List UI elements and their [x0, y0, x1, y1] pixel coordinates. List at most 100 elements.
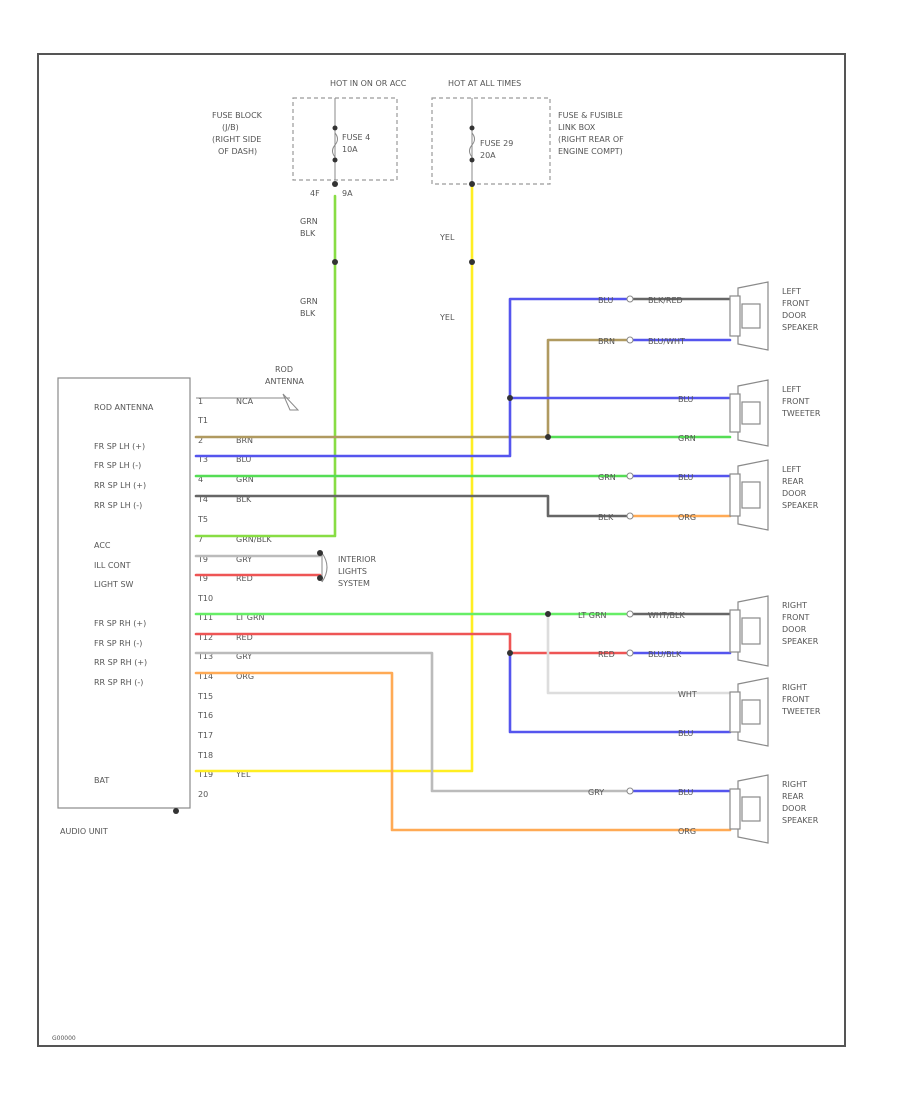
pin-wire-color: GRY	[236, 652, 252, 661]
pin-number: T9	[197, 574, 208, 583]
fuse-right-block-line-4: ENGINE COMPT)	[558, 147, 623, 156]
fuse-left-hot-label: HOT IN ON OR ACC	[330, 79, 407, 88]
component-name-line: LEFT	[782, 465, 801, 474]
component-name-line: DOOR	[782, 311, 807, 320]
wire-color-label: BLU	[678, 788, 694, 797]
component-name-line: DOOR	[782, 804, 807, 813]
pin-number: T4	[197, 495, 208, 504]
interior-lights-label-1: INTERIOR	[338, 555, 377, 564]
connector-bubble	[626, 472, 634, 480]
wire-color-label: LT GRN	[578, 611, 607, 620]
component-name-line: SPEAKER	[782, 637, 819, 646]
wire-color-label: RED	[598, 650, 615, 659]
wire-color-label: WHT/BLK	[648, 611, 685, 620]
splice-point	[317, 550, 323, 556]
pin-wire-color: BLK	[236, 495, 252, 504]
pin-wire-color: RED	[236, 574, 253, 583]
pin-number: T13	[197, 652, 213, 661]
wire-org	[194, 671, 732, 832]
splice-point	[507, 395, 513, 401]
pin-wire-color: LT GRN	[236, 613, 265, 622]
wire-color-label: BLU/BLK	[648, 650, 682, 659]
component-name-line: DOOR	[782, 625, 807, 634]
pin-number: T17	[197, 731, 213, 740]
fuse-left-block-line-3: (RIGHT SIDE	[212, 135, 261, 144]
component-name-line: REAR	[782, 792, 804, 801]
fuse-right-block-line-2: LINK BOX	[558, 123, 596, 132]
pin-function-label: FR SP RH (+)	[94, 619, 146, 628]
pin-function-label: FR SP LH (+)	[94, 442, 145, 451]
interior-lights-connector: INTERIOR LIGHTS SYSTEM	[321, 552, 377, 588]
pin-number: T16	[197, 711, 213, 720]
pin-number: 4	[198, 475, 203, 484]
pin-number: 20	[198, 790, 208, 799]
grn-blk-label-2a: GRN	[300, 297, 318, 306]
pin-number: T1	[197, 416, 208, 425]
pin-number: 1	[198, 397, 203, 406]
pin-function-label: FR SP LH (-)	[94, 461, 141, 470]
audio-unit-label: AUDIO UNIT	[60, 827, 108, 836]
fuse-right-block-line-3: (RIGHT REAR OF	[558, 135, 624, 144]
wire-blk	[194, 494, 632, 518]
grn-blk-label-1b: BLK	[300, 229, 316, 238]
pin-number: T3	[197, 455, 208, 464]
component-name-line: RIGHT	[782, 601, 807, 610]
pin-function-label: ACC	[94, 541, 111, 550]
pin-number: T18	[197, 751, 213, 760]
pin-number: 2	[198, 436, 203, 445]
pin-wire-color: ORG	[236, 672, 254, 681]
fuse-left-block-line-4: OF DASH)	[218, 147, 257, 156]
component-name-line: RIGHT	[782, 780, 807, 789]
pin-wire-color: BLU	[236, 455, 252, 464]
pin-number: T12	[197, 633, 213, 642]
fuse-left-connector-b: 9A	[342, 189, 353, 198]
fuse-right-rating-2: 20A	[480, 151, 496, 160]
component-name-line: FRONT	[782, 613, 809, 622]
component-name-line: SPEAKER	[782, 816, 819, 825]
wire-color-label: BLU	[678, 395, 694, 404]
fuse-left-rating-1: FUSE 4	[342, 133, 370, 142]
connector-bubble	[626, 649, 634, 657]
speaker-symbol: RIGHT REAR DOOR SPEAKER	[729, 774, 819, 844]
pin-function-label: ILL CONT	[94, 561, 131, 570]
pin-function-label: RR SP RH (+)	[94, 658, 147, 667]
pin-function-label: RR SP LH (-)	[94, 501, 142, 510]
pin-number: T15	[197, 692, 213, 701]
rod-antenna-label-2: ANTENNA	[265, 377, 304, 386]
pin-wire-color: YEL	[235, 770, 251, 779]
component-name-line: FRONT	[782, 299, 809, 308]
component-name-line: SPEAKER	[782, 501, 819, 510]
component-name-line: RIGHT	[782, 683, 807, 692]
splice-point	[469, 181, 475, 187]
splice-point	[469, 259, 475, 265]
wire-color-label: WHT	[678, 690, 697, 699]
connector-bubble	[626, 512, 634, 520]
pin-wire-color: RED	[236, 633, 253, 642]
grn-blk-label-1a: GRN	[300, 217, 318, 226]
pin-function-label: LIGHT SW	[94, 580, 134, 589]
wire-color-label: GRN	[598, 473, 616, 482]
connector-bubble	[626, 295, 634, 303]
splice-point	[317, 575, 323, 581]
pin-number: T11	[197, 613, 213, 622]
diagram-border	[37, 53, 846, 1047]
wire-color-label: ORG	[678, 827, 696, 836]
component-layer: LEFTFRONTDOORSPEAKERLEFTFRONTTWEETERLEFT…	[729, 281, 821, 844]
fuse-symbol-left	[332, 132, 338, 158]
pin-number: T10	[197, 594, 213, 603]
connector-bubble	[626, 787, 634, 795]
pin-wire-color: GRY	[236, 555, 252, 564]
wire-layer	[173, 181, 732, 832]
splice-point	[173, 808, 179, 814]
pin-number: T9	[197, 555, 208, 564]
wire-color-label: GRY	[588, 788, 604, 797]
yel-label-2: YEL	[439, 313, 455, 322]
component-name-line: TWEETER	[781, 707, 821, 716]
splice-point	[332, 259, 338, 265]
wire-color-label: BRN	[598, 337, 615, 346]
wire-grn_blk	[194, 194, 337, 538]
